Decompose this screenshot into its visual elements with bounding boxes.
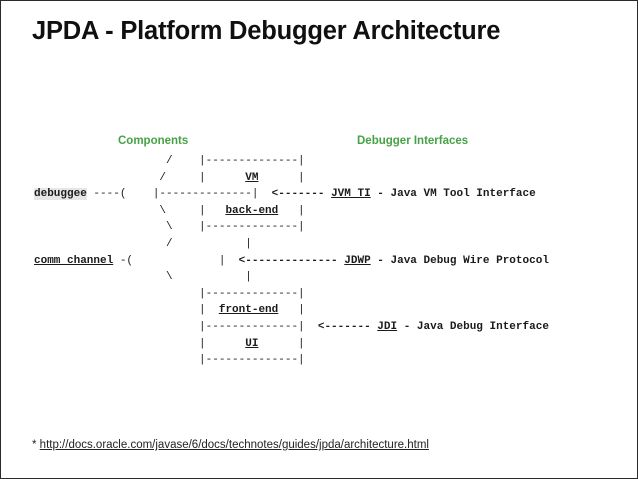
diagram-glyphs: |--------------|	[34, 320, 318, 333]
diagram-text: - Java VM Tool Interface	[370, 188, 536, 201]
diagram-glyphs: \ |	[34, 204, 226, 217]
jpda-architecture-diagram: / |--------------| / | VM |debuggee ----…	[34, 153, 549, 369]
diagram-glyphs: |	[258, 337, 305, 350]
diagram-glyphs: |	[258, 171, 305, 184]
diagram-line: \ |	[34, 269, 549, 286]
diagram-label: comm channel	[34, 254, 114, 267]
diagram-text: <-------	[317, 320, 371, 333]
page-title: JPDA - Platform Debugger Architecture	[32, 17, 501, 45]
diagram-line: / |--------------|	[34, 153, 549, 170]
diagram-text: - Java Debug Interface	[397, 320, 549, 333]
diagram-line: / |	[34, 236, 549, 253]
diagram-line: | UI |	[34, 336, 549, 353]
diagram-label: front-end	[218, 304, 279, 317]
diagram-glyphs: / |--------------|	[34, 155, 305, 167]
diagram-glyphs: |	[34, 304, 219, 317]
diagram-glyphs: |	[278, 304, 305, 317]
diagram-text: - Java Debug Wire Protocol	[370, 254, 549, 267]
diagram-line: debuggee ----( |--------------| <-------…	[34, 186, 549, 203]
diagram-line: / | VM |	[34, 170, 549, 187]
interface-abbr: JVM TI	[331, 188, 371, 201]
diagram-glyphs: |--------------|	[34, 354, 305, 367]
diagram-glyphs: \ |--------------|	[34, 221, 305, 234]
interface-abbr: JDI	[377, 320, 398, 333]
source-url-link[interactable]: http://docs.oracle.com/javase/6/docs/tec…	[39, 439, 429, 451]
diagram-glyphs: |	[278, 204, 305, 217]
diagram-line: \ |--------------|	[34, 219, 549, 236]
diagram-glyphs: \ |	[34, 271, 252, 284]
diagram-line: |--------------|	[34, 352, 549, 369]
diagram-label: back-end	[225, 204, 279, 217]
interface-abbr: JDWP	[344, 254, 371, 267]
diagram-line: |--------------|	[34, 286, 549, 303]
diagram-label: debuggee	[34, 188, 87, 201]
diagram-line: | front-end |	[34, 302, 549, 319]
diagram-glyphs: -( |	[113, 254, 239, 267]
diagram-glyphs: |	[34, 337, 246, 350]
source-footnote: * http://docs.oracle.com/javase/6/docs/t…	[32, 439, 429, 451]
heading-components: Components	[118, 135, 189, 147]
diagram-label: VM	[245, 171, 259, 184]
diagram-glyphs: / |	[34, 171, 246, 184]
diagram-text: <--------------	[238, 254, 338, 267]
diagram-line: |--------------| <------- JDI - Java Deb…	[34, 319, 549, 336]
diagram-label: UI	[245, 337, 259, 350]
diagram-glyphs: / |	[34, 237, 252, 250]
diagram-text: <-------	[271, 188, 325, 201]
diagram-line: comm channel -( | <-------------- JDWP -…	[34, 253, 549, 270]
diagram-glyphs: |--------------|	[34, 287, 305, 300]
diagram-glyphs: ----( |--------------|	[86, 188, 272, 201]
footnote-marker: *	[32, 439, 40, 451]
heading-debugger-interfaces: Debugger Interfaces	[357, 135, 469, 147]
diagram-line: \ | back-end |	[34, 203, 549, 220]
